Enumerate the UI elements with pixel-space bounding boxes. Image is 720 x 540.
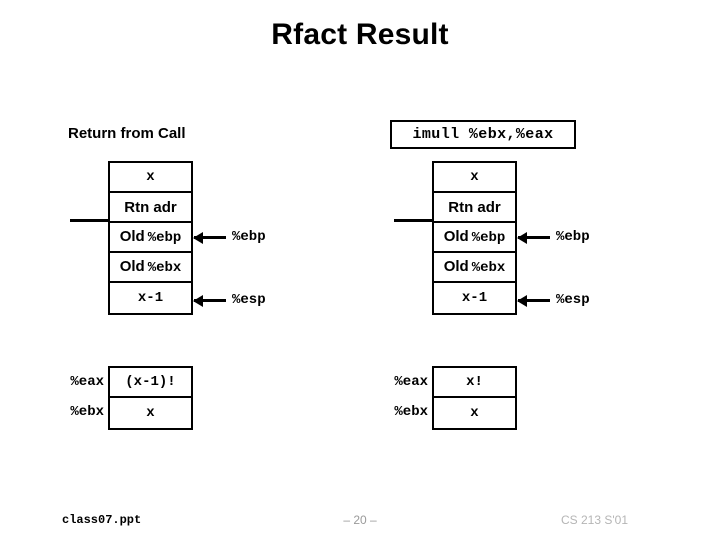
stack-cell-return-address: Rtn adr bbox=[110, 193, 191, 223]
stack-cell-value: Rtn adr bbox=[448, 198, 501, 216]
stack-cell-arg: x bbox=[434, 163, 515, 193]
register-table-left: (x-1)! x bbox=[108, 366, 193, 430]
stack-cell-arg: x bbox=[110, 163, 191, 193]
footer-course-label: CS 213 S'01 bbox=[560, 513, 628, 527]
register-name-eax-right: %eax bbox=[394, 374, 428, 390]
stack-cell-register: %ebp bbox=[147, 230, 182, 246]
register-box: (x-1)! x bbox=[108, 366, 193, 430]
esp-pointer-label-right: %esp bbox=[556, 292, 590, 308]
ebp-pointer-arrow-left bbox=[193, 231, 226, 244]
esp-pointer-arrow-right bbox=[517, 294, 550, 307]
stack-cell-value: Old %ebp bbox=[120, 228, 182, 246]
page-title: Rfact Result bbox=[271, 18, 449, 51]
register-table-right: x! x bbox=[432, 366, 517, 430]
stack-frame-left: x Rtn adr Old %ebp Old %ebx x-1 bbox=[108, 161, 193, 315]
esp-pointer-arrow-left bbox=[193, 294, 226, 307]
frame-boundary-line-right bbox=[394, 219, 434, 222]
footer-filename: class07.ppt bbox=[62, 513, 142, 527]
register-name-ebx-right: %ebx bbox=[394, 404, 428, 420]
stack-cell-old-ebx: Old %ebx bbox=[434, 253, 515, 283]
stack-cell-prefix: Old bbox=[443, 228, 469, 245]
register-name-eax-left: %eax bbox=[70, 374, 104, 390]
register-name-ebx-left: %ebx bbox=[70, 404, 104, 420]
stack-cell-value: x bbox=[470, 169, 479, 185]
stack-cell-prefix: Old bbox=[119, 258, 145, 275]
stack-cell-value: x-1 bbox=[137, 290, 164, 306]
register-box: x! x bbox=[432, 366, 517, 430]
stack-cell-local: x-1 bbox=[434, 283, 515, 313]
stack-cell-value: Old %ebx bbox=[120, 258, 182, 276]
stack-cell-prefix: Old bbox=[119, 228, 145, 245]
ebp-pointer-label-right: %ebp bbox=[556, 229, 590, 245]
stack-frame-right: x Rtn adr Old %ebp Old %ebx x-1 bbox=[432, 161, 517, 315]
stack-cell-value: Rtn adr bbox=[124, 198, 177, 216]
footer-page-number: – 20 – bbox=[343, 513, 377, 527]
frame-boundary-line-left bbox=[70, 219, 110, 222]
stack-cell-register: %ebx bbox=[147, 260, 182, 276]
instruction-text: imull %ebx,%eax bbox=[412, 126, 554, 143]
stack-cell-prefix: Old bbox=[443, 258, 469, 275]
stack-cell-local: x-1 bbox=[110, 283, 191, 313]
instruction-box: imull %ebx,%eax bbox=[390, 120, 576, 149]
stack-cell-old-ebx: Old %ebx bbox=[110, 253, 191, 283]
stack-cell-value: Old %ebx bbox=[444, 258, 506, 276]
register-value-ebx: x bbox=[434, 398, 515, 428]
register-value-ebx: x bbox=[110, 398, 191, 428]
stack-cell-return-address: Rtn adr bbox=[434, 193, 515, 223]
stack-cell-register: %ebp bbox=[471, 230, 506, 246]
stack-cell-old-ebp: Old %ebp bbox=[110, 223, 191, 253]
esp-pointer-label-left: %esp bbox=[232, 292, 266, 308]
left-panel-caption: Return from Call bbox=[68, 125, 186, 142]
register-value-eax: x! bbox=[434, 368, 515, 398]
ebp-pointer-label-left: %ebp bbox=[232, 229, 266, 245]
stack-cell-value: x-1 bbox=[461, 290, 488, 306]
stack-cell-old-ebp: Old %ebp bbox=[434, 223, 515, 253]
ebp-pointer-arrow-right bbox=[517, 231, 550, 244]
stack-cell-register: %ebx bbox=[471, 260, 506, 276]
stack-cell-value: Old %ebp bbox=[444, 228, 506, 246]
register-value-eax: (x-1)! bbox=[110, 368, 191, 398]
stack-cell-value: x bbox=[146, 169, 155, 185]
